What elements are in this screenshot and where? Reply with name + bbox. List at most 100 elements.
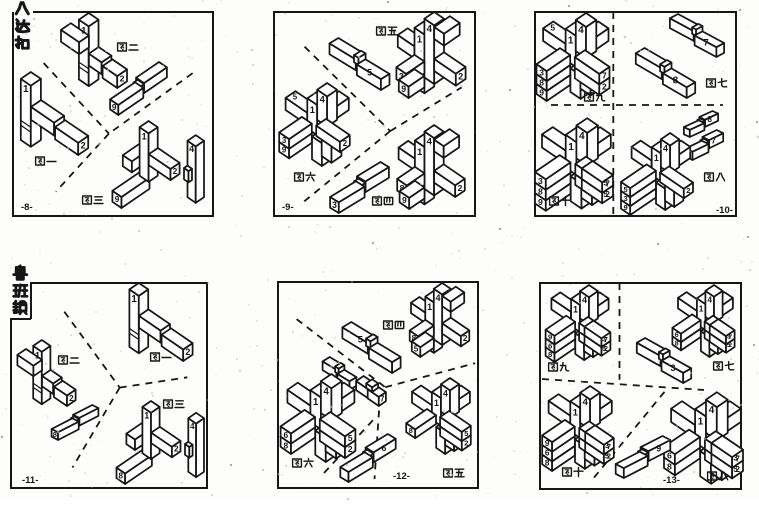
svg-text:2: 2 xyxy=(458,71,463,81)
svg-text:7: 7 xyxy=(704,38,709,48)
svg-text:8: 8 xyxy=(548,350,553,359)
svg-text:1: 1 xyxy=(573,408,579,419)
svg-text:4: 4 xyxy=(427,24,433,35)
svg-text:7: 7 xyxy=(735,454,740,463)
svg-text:5: 5 xyxy=(293,93,298,102)
svg-text:1: 1 xyxy=(23,84,29,95)
svg-text:9: 9 xyxy=(401,84,406,94)
svg-text:8: 8 xyxy=(53,430,57,439)
svg-text:3: 3 xyxy=(282,136,287,145)
svg-text:1: 1 xyxy=(417,35,423,46)
svg-text:8: 8 xyxy=(283,440,288,450)
svg-text:6: 6 xyxy=(381,443,386,453)
svg-text:3: 3 xyxy=(605,441,609,450)
svg-text:4: 4 xyxy=(323,386,329,397)
svg-text:1: 1 xyxy=(131,294,137,305)
svg-text:2: 2 xyxy=(348,444,353,454)
svg-text:5: 5 xyxy=(727,342,731,349)
svg-text:5: 5 xyxy=(348,433,353,443)
svg-text:2: 2 xyxy=(602,81,607,91)
svg-text:2: 2 xyxy=(69,393,74,403)
svg-text:2: 2 xyxy=(458,183,463,193)
svg-text:4: 4 xyxy=(189,144,194,154)
svg-text:7: 7 xyxy=(711,135,716,145)
svg-text:6: 6 xyxy=(283,430,288,440)
svg-text:2: 2 xyxy=(604,344,608,353)
svg-text:2: 2 xyxy=(605,190,610,199)
svg-text:1: 1 xyxy=(427,302,432,312)
svg-text:2: 2 xyxy=(185,347,190,357)
svg-text:-9-: -9- xyxy=(282,202,294,213)
svg-text:8: 8 xyxy=(673,76,679,87)
svg-text:2: 2 xyxy=(463,334,468,343)
svg-text:3: 3 xyxy=(539,68,544,78)
svg-text:5: 5 xyxy=(733,465,738,474)
svg-text:2: 2 xyxy=(343,139,348,148)
svg-text:2: 2 xyxy=(81,141,86,151)
svg-text:5: 5 xyxy=(602,344,606,353)
svg-text:8: 8 xyxy=(707,115,712,124)
svg-text:3: 3 xyxy=(332,200,337,210)
svg-text:3: 3 xyxy=(733,454,738,463)
svg-text:6: 6 xyxy=(667,451,672,461)
svg-text:5: 5 xyxy=(464,429,468,438)
svg-text:8: 8 xyxy=(412,334,417,343)
svg-text:5: 5 xyxy=(367,68,372,78)
svg-text:4: 4 xyxy=(443,388,448,398)
svg-text:3: 3 xyxy=(399,72,404,82)
svg-text:5: 5 xyxy=(605,451,610,460)
svg-text:3: 3 xyxy=(602,335,606,344)
svg-text:2: 2 xyxy=(728,342,732,349)
svg-text:1: 1 xyxy=(698,417,704,428)
svg-text:2: 2 xyxy=(607,451,611,460)
svg-text:5: 5 xyxy=(358,333,363,344)
svg-text:1: 1 xyxy=(699,304,704,314)
svg-text:1: 1 xyxy=(142,131,147,141)
svg-text:5: 5 xyxy=(550,23,555,33)
svg-text:7: 7 xyxy=(607,442,611,451)
svg-text:9: 9 xyxy=(538,197,543,207)
svg-text:6: 6 xyxy=(545,449,550,458)
svg-text:4: 4 xyxy=(582,295,588,305)
svg-text:9: 9 xyxy=(548,333,552,342)
svg-text:9: 9 xyxy=(112,102,117,112)
svg-text:8: 8 xyxy=(400,183,405,193)
svg-text:8: 8 xyxy=(409,426,413,435)
svg-text:8: 8 xyxy=(667,461,672,471)
svg-text:4: 4 xyxy=(427,136,433,147)
svg-text:4: 4 xyxy=(320,95,326,105)
svg-text:4: 4 xyxy=(707,295,712,305)
svg-text:4: 4 xyxy=(663,144,668,154)
svg-text:3: 3 xyxy=(727,333,731,340)
svg-text:9: 9 xyxy=(402,195,407,205)
svg-text:1: 1 xyxy=(144,411,149,421)
svg-text:6: 6 xyxy=(548,341,552,350)
svg-text:4: 4 xyxy=(579,131,585,142)
svg-text:2: 2 xyxy=(735,465,740,474)
svg-text:4: 4 xyxy=(435,293,440,303)
svg-text:8: 8 xyxy=(538,186,543,196)
svg-text:5: 5 xyxy=(414,345,419,354)
svg-text:1: 1 xyxy=(310,105,315,115)
svg-text:9: 9 xyxy=(545,439,550,448)
svg-text:2: 2 xyxy=(173,167,178,176)
svg-text:3: 3 xyxy=(623,194,627,203)
svg-text:1: 1 xyxy=(568,36,574,47)
svg-text:4: 4 xyxy=(578,25,584,36)
svg-text:2: 2 xyxy=(464,438,468,447)
svg-text:-10-: -10- xyxy=(716,205,733,216)
svg-text:1: 1 xyxy=(417,147,423,158)
svg-text:2: 2 xyxy=(686,186,690,195)
svg-text:1: 1 xyxy=(573,305,578,315)
svg-text:7: 7 xyxy=(728,334,732,341)
svg-text:6: 6 xyxy=(675,331,679,339)
svg-text:8: 8 xyxy=(119,471,124,480)
svg-text:1: 1 xyxy=(35,351,40,361)
svg-text:5: 5 xyxy=(623,185,628,194)
svg-text:5: 5 xyxy=(603,179,608,188)
svg-text:9: 9 xyxy=(115,195,120,204)
svg-text:-8-: -8- xyxy=(21,202,33,213)
svg-text:5: 5 xyxy=(603,190,608,199)
svg-text:1: 1 xyxy=(568,142,574,153)
svg-text:2: 2 xyxy=(120,74,125,84)
